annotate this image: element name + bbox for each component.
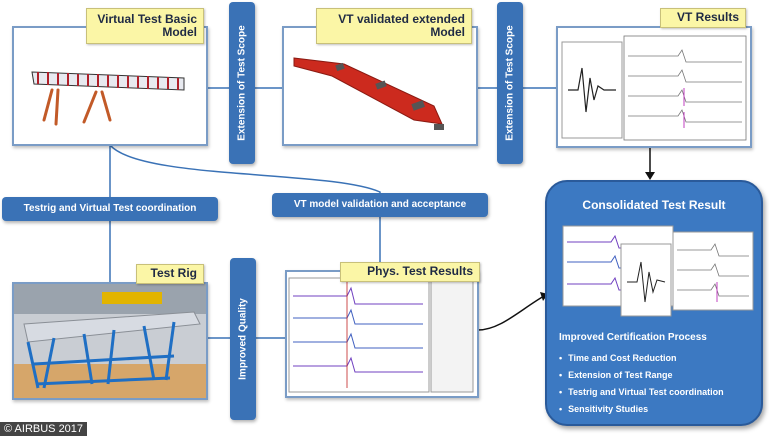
vt-results-label: VT Results: [660, 8, 746, 28]
consolidated-title: Consolidated Test Result: [582, 198, 726, 212]
wing-structure-image: [31, 71, 185, 126]
coordination-bar: Testrig and Virtual Test coordination: [2, 197, 218, 221]
extension-scope-bar-2: Extension of Test Scope: [497, 2, 523, 164]
consolidated-subtitle: Improved Certification Process: [559, 332, 707, 343]
extension-scope-text-1: Extension of Test Scope: [236, 25, 248, 141]
test-rig-panel: [12, 282, 208, 400]
phys-results-plot: [288, 277, 474, 393]
vt-results-panel: [556, 26, 752, 148]
arrow-phys-consolidated: [477, 295, 545, 331]
vt-basic-label: Virtual Test Basic Model: [86, 8, 204, 44]
benefit-item: Extension of Test Range: [559, 367, 724, 384]
extension-scope-bar-1: Extension of Test Scope: [229, 2, 255, 164]
benefits-list: Time and Cost Reduction Extension of Tes…: [559, 350, 724, 418]
validation-bar: VT model validation and acceptance: [272, 193, 488, 217]
benefit-item: Testrig and Virtual Test coordination: [559, 384, 724, 401]
phys-results-label: Phys. Test Results: [340, 262, 480, 282]
arrowhead-down: [645, 172, 655, 180]
improved-quality-text: Improved Quality: [237, 298, 249, 380]
consolidated-result-box: Consolidated Test Result Improved Certif…: [545, 180, 763, 426]
benefit-item: Sensitivity Studies: [559, 401, 724, 418]
test-rig-photo: [14, 284, 206, 398]
consolidated-plots: [562, 225, 754, 317]
vt-extended-label: VT validated extended Model: [316, 8, 472, 44]
phys-results-panel: [285, 270, 479, 398]
extension-scope-text-2: Extension of Test Scope: [504, 25, 516, 141]
copyright-notice: © AIRBUS 2017: [0, 422, 88, 436]
test-rig-label: Test Rig: [136, 264, 204, 284]
improved-quality-bar: Improved Quality: [230, 258, 256, 420]
vt-basic-panel: [12, 26, 208, 146]
vt-extended-panel: [282, 26, 478, 146]
vt-results-plot: [561, 35, 747, 141]
benefit-item: Time and Cost Reduction: [559, 350, 724, 367]
extended-wing-image: [293, 57, 444, 130]
